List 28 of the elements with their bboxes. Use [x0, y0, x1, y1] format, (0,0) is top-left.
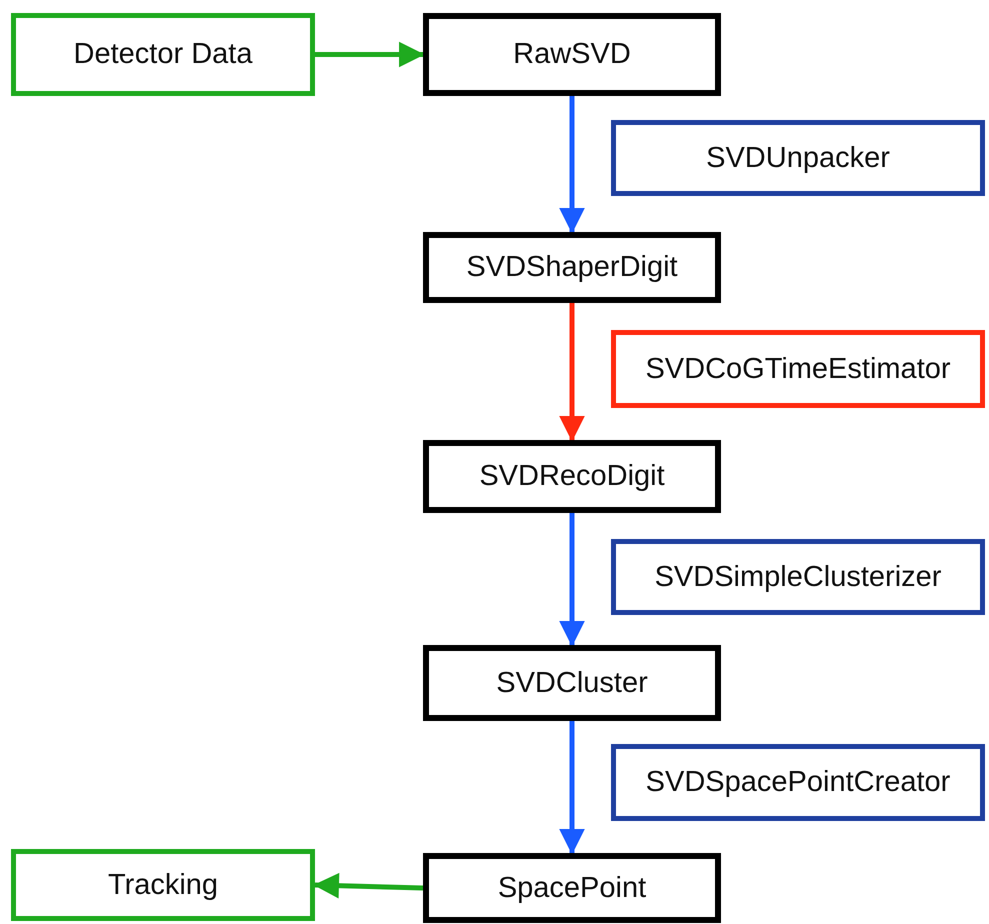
node-label: SVDCluster — [496, 666, 648, 700]
module-box — [611, 744, 985, 821]
data-box — [423, 13, 721, 96]
arrow — [559, 96, 585, 234]
data-box — [423, 645, 721, 721]
external-box — [11, 849, 315, 921]
node-label: SVDSpacePointCreator — [646, 766, 950, 799]
module-box — [611, 539, 985, 615]
module-box — [611, 330, 985, 408]
node-label: Detector Data — [74, 38, 252, 71]
node-label: SVDCoGTimeEstimator — [645, 352, 951, 386]
external-box — [11, 13, 315, 96]
arrow — [559, 303, 585, 442]
data-box — [423, 853, 721, 923]
arrow — [559, 721, 585, 855]
node-label: SpacePoint — [498, 872, 646, 904]
arrow — [559, 513, 585, 647]
node-label: SVDShaperDigit — [466, 251, 678, 284]
module-box — [611, 120, 985, 196]
node-label: SVDRecoDigit — [479, 460, 665, 493]
arrow — [315, 42, 425, 68]
node-label: Tracking — [108, 868, 218, 902]
node-label: RawSVD — [513, 38, 631, 71]
arrow — [313, 872, 424, 898]
data-box — [423, 440, 721, 513]
data-box — [423, 232, 721, 303]
node-label: SVDSimpleClusterizer — [654, 560, 942, 594]
node-label: SVDUnpacker — [706, 142, 890, 174]
